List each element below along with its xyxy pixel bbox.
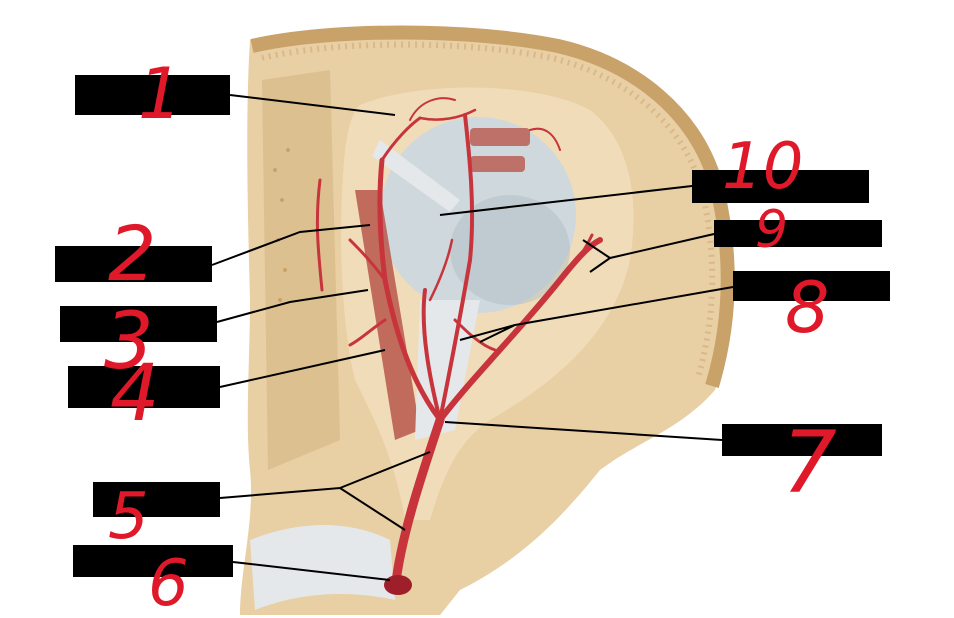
leader-line-7 (444, 421, 723, 441)
leader-line-5 (219, 451, 431, 531)
medial-orbital-wall (262, 70, 340, 470)
label-boxes (55, 75, 890, 577)
arterial-tree (315, 97, 603, 595)
hand-number-1: 1 (138, 53, 183, 135)
leader-line-4 (219, 349, 386, 388)
leader-line-8 (459, 286, 734, 343)
leader-line-3 (216, 289, 369, 323)
label-box-2[interactable] (55, 246, 212, 282)
hand-number-2: 2 (108, 209, 156, 298)
hand-number-4: 4 (110, 349, 160, 439)
label-box-5[interactable] (93, 482, 220, 517)
handwritten-numbers: 1 2 3 4 5 6 7 8 9 10 (104, 53, 837, 618)
rectus-muscle-cut-2 (470, 156, 525, 172)
hand-number-5: 5 (108, 480, 149, 554)
label-box-8[interactable] (733, 271, 890, 301)
leader-lines (211, 94, 734, 581)
skull-cap-rim (250, 25, 735, 389)
leader-line-2 (211, 224, 371, 266)
hand-number-10: 10 (722, 130, 803, 204)
skull-diploe (261, 41, 716, 379)
leader-line-6 (232, 561, 391, 581)
eyeball (380, 117, 576, 313)
label-box-7[interactable] (722, 424, 882, 456)
anatomical-illustration (240, 25, 735, 615)
rectus-muscle-cut-1 (470, 128, 530, 146)
label-box-3[interactable] (60, 306, 217, 342)
optic-chiasm-region (250, 525, 395, 610)
internal-carotid-bulb (384, 575, 412, 595)
hand-number-3: 3 (104, 297, 154, 387)
label-box-1[interactable] (75, 75, 230, 115)
eyeball-shade (450, 195, 570, 305)
leader-line-10 (439, 185, 693, 216)
label-box-9[interactable] (714, 220, 882, 247)
leader-line-9 (582, 233, 715, 273)
hand-number-6: 6 (148, 547, 189, 618)
medial-rectus-muscle (355, 190, 420, 440)
leader-line-1 (229, 94, 396, 116)
hand-number-8: 8 (785, 267, 830, 349)
label-box-4[interactable] (68, 366, 220, 408)
hand-number-7: 7 (782, 413, 837, 513)
superior-oblique-tendon (372, 140, 460, 212)
hand-number-9: 9 (755, 200, 788, 260)
label-box-6[interactable] (73, 545, 233, 577)
label-box-10[interactable] (692, 170, 869, 203)
